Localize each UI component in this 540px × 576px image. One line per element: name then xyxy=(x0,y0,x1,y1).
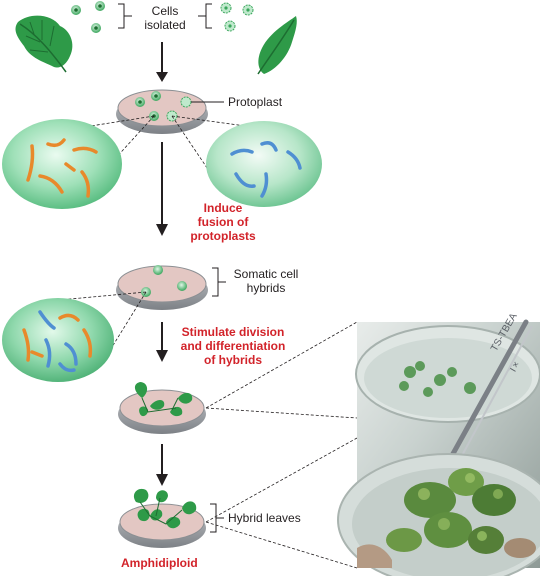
cells-isolated-line-2: isolated xyxy=(144,18,186,32)
culture-photo: TS-TBEA T× xyxy=(337,311,540,576)
protoplast-cell-blue xyxy=(206,121,322,207)
protoplast-cell-orange xyxy=(2,119,122,209)
cells-isolated-label: Cells isolated xyxy=(128,4,202,32)
right-leaf-icon xyxy=(257,16,297,75)
flow-arrows xyxy=(156,42,168,486)
cells-isolated-brackets xyxy=(118,3,212,29)
stimulate-division-line-3: of hybrids xyxy=(203,353,262,367)
petri-dish-hybrid-leaves xyxy=(118,488,206,548)
induce-fusion-line-2: fusion of xyxy=(197,215,249,229)
petri-dish-protoplasts xyxy=(116,89,208,134)
zoom-lines-photo xyxy=(205,321,358,569)
stimulate-division-line-1: Stimulate division xyxy=(181,325,285,339)
fused-hybrid-cell xyxy=(2,298,114,382)
stimulate-division-label: Stimulate division and differentiation o… xyxy=(168,325,298,367)
isolated-cells-right xyxy=(220,2,254,32)
petri-dish-plantlets xyxy=(118,382,206,434)
petri-dish-hybrids xyxy=(116,265,208,310)
induce-fusion-line-3: protoplasts xyxy=(190,229,256,243)
isolated-cells-left xyxy=(71,1,105,33)
somatic-hybrids-bracket xyxy=(212,267,226,297)
protoplast-label: Protoplast xyxy=(228,95,283,109)
somatic-hybrids-line-1: Somatic cell xyxy=(233,267,299,281)
hybrid-leaves-bracket xyxy=(210,503,224,533)
induce-fusion-label: Induce fusion of protoplasts xyxy=(168,201,278,243)
somatic-hybrids-label: Somatic cell hybrids xyxy=(224,267,308,295)
hybrid-leaves-label: Hybrid leaves xyxy=(228,511,301,525)
induce-fusion-line-1: Induce xyxy=(203,201,243,215)
stimulate-division-line-2: and differentiation xyxy=(180,339,286,353)
amphidiploid-label: Amphidiploid xyxy=(121,556,198,570)
left-leaf-icon xyxy=(15,15,73,73)
cells-isolated-line-1: Cells xyxy=(151,4,179,18)
somatic-hybrids-line-2: hybrids xyxy=(246,281,286,295)
